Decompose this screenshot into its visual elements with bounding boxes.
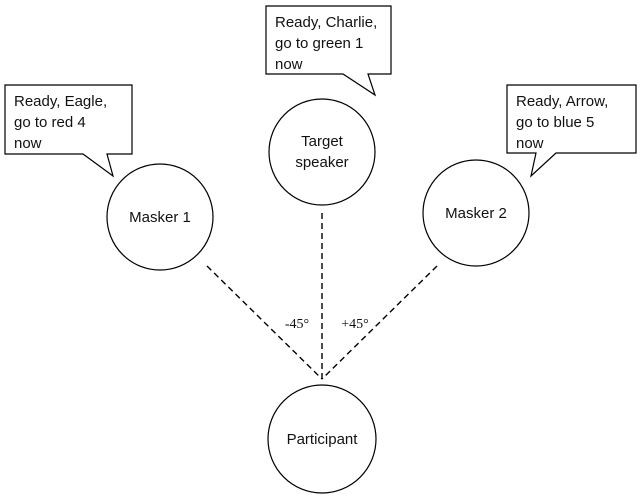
masker2-bubble-line-2: go to blue 5	[516, 114, 594, 131]
masker2-circle	[422, 159, 530, 267]
target-speech-bubble: Ready, Charlie, go to green 1 now	[265, 5, 392, 97]
right-angle-label: +45°	[341, 317, 369, 332]
participant-node: Participant	[267, 384, 377, 494]
participant-circle	[267, 384, 377, 494]
masker1-bubble-line-1: Ready, Eagle,	[14, 93, 107, 110]
masker2-to-participant-line	[321, 265, 438, 380]
target-bubble-line-1: Ready, Charlie,	[275, 14, 377, 31]
masker1-bubble-line-3: now	[14, 135, 42, 152]
target-label-line-2: speaker	[295, 154, 348, 171]
masker1-node: Masker 1	[106, 163, 214, 271]
target-node: Target speaker	[268, 98, 376, 206]
target-circle	[268, 98, 376, 206]
target-bubble-line-3: now	[275, 56, 303, 73]
masker1-circle	[106, 163, 214, 271]
masker2-node: Masker 2	[422, 159, 530, 267]
target-label-line-1: Target	[301, 133, 344, 150]
masker1-to-participant-line	[206, 265, 323, 380]
masker2-bubble-line-3: now	[516, 135, 544, 152]
masker2-label: Masker 2	[445, 205, 507, 222]
masker1-bubble-line-2: go to red 4	[14, 114, 86, 131]
masker1-speech-bubble: Ready, Eagle, go to red 4 now	[4, 84, 133, 178]
masker2-bubble-line-1: Ready, Arrow,	[516, 93, 608, 110]
participant-label: Participant	[287, 431, 359, 448]
masker2-speech-bubble: Ready, Arrow, go to blue 5 now	[506, 84, 637, 178]
masker1-label: Masker 1	[129, 209, 191, 226]
target-bubble-line-2: go to green 1	[275, 35, 363, 52]
left-angle-label: -45°	[285, 317, 309, 332]
